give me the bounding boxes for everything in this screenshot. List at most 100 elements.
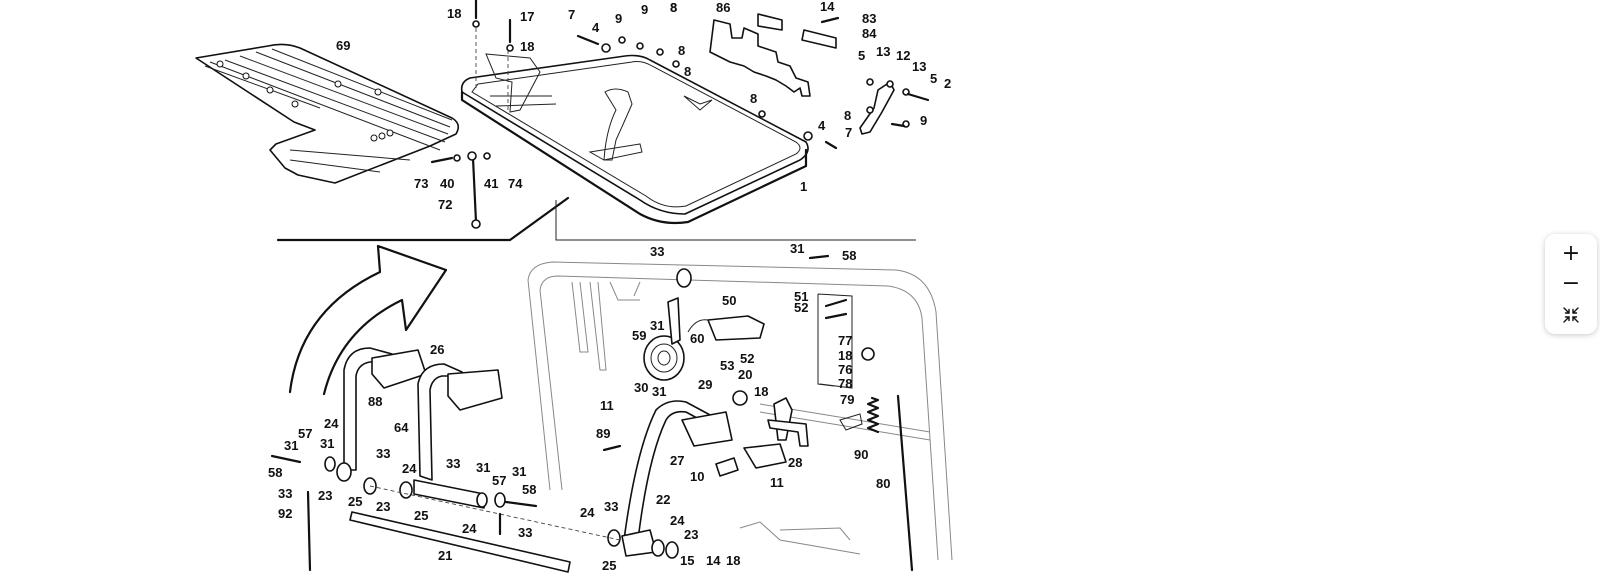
callout-label[interactable]: 89 [596,426,610,441]
callout-label[interactable]: 7 [568,7,575,22]
callout-label[interactable]: 18 [520,39,534,54]
zoom-in-button[interactable]: + [1551,239,1591,267]
callout-label[interactable]: 41 [484,176,498,191]
callout-label[interactable]: 76 [838,362,852,377]
callout-label[interactable]: 80 [876,476,890,491]
callout-label[interactable]: 29 [698,377,712,392]
callout-label[interactable]: 33 [278,486,292,501]
callout-label[interactable]: 52 [740,351,754,366]
callout-label[interactable]: 8 [684,64,691,79]
callout-label[interactable]: 23 [684,527,698,542]
callout-label[interactable]: 58 [522,482,536,497]
callout-label[interactable]: 78 [838,376,852,391]
callout-label[interactable]: 18 [838,348,852,363]
callout-label[interactable]: 7 [845,125,852,140]
callout-label[interactable]: 1 [800,179,807,194]
callout-label[interactable]: 28 [788,455,802,470]
callout-label[interactable]: 13 [876,44,890,59]
callout-label[interactable]: 22 [656,492,670,507]
callout-label[interactable]: 40 [440,176,454,191]
callout-label[interactable]: 24 [462,521,477,536]
callout-label[interactable]: 58 [842,248,856,263]
fit-to-screen-button[interactable] [1551,301,1591,329]
callout-label[interactable]: 64 [394,420,409,435]
callout-label[interactable]: 33 [446,456,460,471]
callout-label[interactable]: 33 [604,499,618,514]
callout-label[interactable]: 25 [602,558,616,573]
callout-label[interactable]: 33 [376,446,390,461]
callout-label[interactable]: 52 [794,300,808,315]
callout-label[interactable]: 18 [447,6,461,21]
callout-label[interactable]: 53 [720,358,734,373]
callout-label[interactable]: 72 [438,197,452,212]
callout-label[interactable]: 5 [858,48,865,63]
callout-label[interactable]: 5 [930,71,937,86]
callout-label[interactable]: 11 [770,475,784,490]
callout-label[interactable]: 8 [750,91,757,106]
callout-label[interactable]: 8 [844,108,851,123]
callout-label[interactable]: 92 [278,506,292,521]
callout-label[interactable]: 8 [670,0,677,15]
callout-label[interactable]: 25 [414,508,428,523]
callout-label[interactable]: 9 [615,11,622,26]
callout-label[interactable]: 50 [722,293,736,308]
callout-label[interactable]: 24 [402,461,417,476]
callout-label[interactable]: 33 [518,525,532,540]
callout-label[interactable]: 10 [690,469,704,484]
callout-label[interactable]: 59 [632,328,646,343]
callout-label[interactable]: 74 [508,176,523,191]
callout-label[interactable]: 69 [336,38,350,53]
callout-label[interactable]: 24 [580,505,595,520]
callout-label[interactable]: 79 [840,392,854,407]
callout-label[interactable]: 30 [634,380,648,395]
callout-label[interactable]: 33 [650,244,664,259]
callout-label[interactable]: 8 [678,43,685,58]
callout-label[interactable]: 26 [430,342,444,357]
callout-label[interactable]: 51 [794,289,808,304]
callout-label[interactable]: 25 [348,494,362,509]
callout-label[interactable]: 11 [600,398,614,413]
callout-label[interactable]: 12 [896,48,910,63]
callout-label[interactable]: 83 [862,11,876,26]
callout-label[interactable]: 17 [520,9,534,24]
callout-label[interactable]: 77 [838,333,852,348]
callout-label[interactable]: 4 [818,118,826,133]
callout-label[interactable]: 90 [854,447,868,462]
callout-label[interactable]: 60 [690,331,704,346]
callout-label[interactable]: 18 [726,553,740,568]
callout-label[interactable]: 31 [790,241,804,256]
callout-label[interactable]: 31 [512,464,526,479]
callout-label[interactable]: 9 [920,113,927,128]
callout-label[interactable]: 57 [298,426,312,441]
callout-label[interactable]: 31 [284,438,298,453]
callout-label[interactable]: 24 [670,513,685,528]
callout-label[interactable]: 24 [324,416,339,431]
callout-label[interactable]: 88 [368,394,382,409]
callout-label[interactable]: 58 [268,465,282,480]
callout-label[interactable]: 2 [944,76,951,91]
callout-label[interactable]: 14 [706,553,721,568]
callout-label[interactable]: 57 [492,473,506,488]
callout-label[interactable]: 86 [716,0,730,15]
callout-label[interactable]: 4 [592,20,600,35]
callout-label[interactable]: 15 [680,553,694,568]
callout-label[interactable]: 27 [670,453,684,468]
callout-label[interactable]: 18 [754,384,768,399]
callout-label[interactable]: 31 [652,384,666,399]
callout-label[interactable]: 9 [641,2,648,17]
callout-label[interactable]: 20 [738,367,752,382]
callout-label[interactable]: 13 [912,59,926,74]
callout-label[interactable]: 14 [820,0,835,14]
callout-label[interactable]: 84 [862,26,877,41]
callout-label[interactable]: 73 [414,176,428,191]
callout-label[interactable]: 8 [670,0,677,15]
zoom-out-button[interactable]: − [1551,270,1591,298]
callout-label[interactable]: 31 [650,318,664,333]
callout-label[interactable]: 31 [320,436,334,451]
callout-label[interactable]: 23 [376,499,390,514]
callout-label[interactable]: 21 [438,548,452,563]
callout-label[interactable]: 31 [476,460,490,475]
callout-label[interactable]: 23 [318,488,332,503]
